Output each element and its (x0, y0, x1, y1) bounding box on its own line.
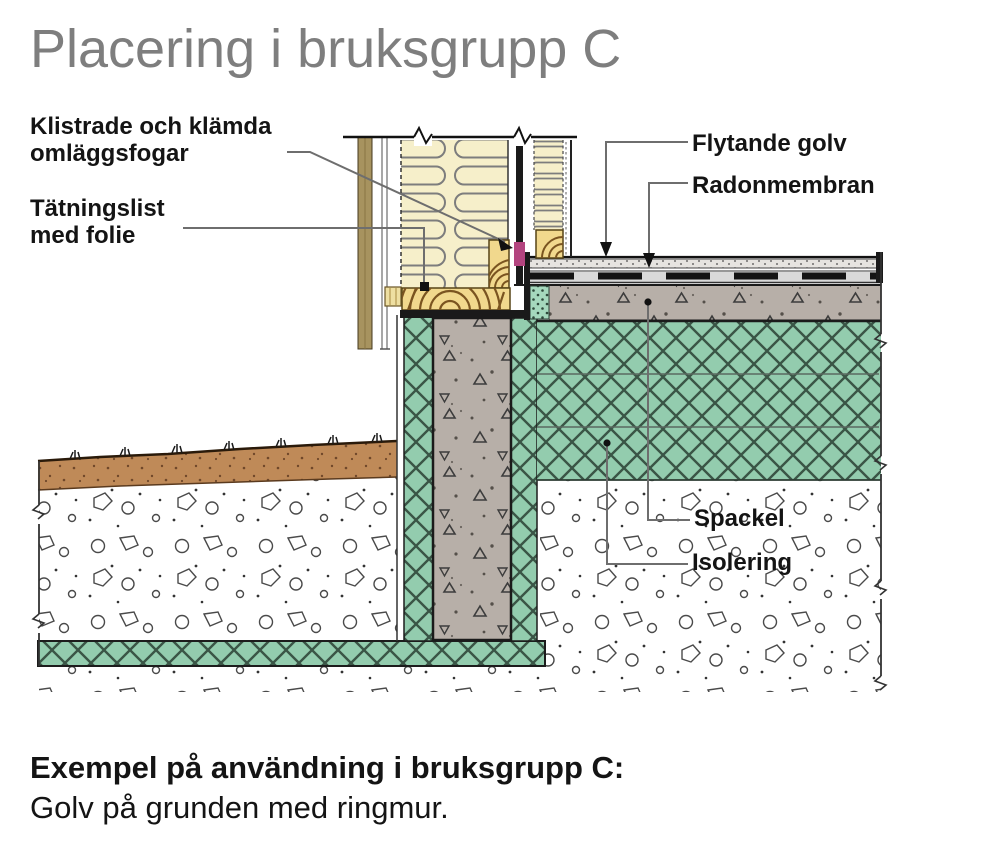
wall-assembly (343, 125, 577, 641)
diagram-graphic (31, 125, 888, 692)
wall-top-break-line (343, 125, 577, 146)
floor-layers (524, 252, 883, 320)
soil-layer (37, 433, 398, 491)
foundation-wall (431, 316, 513, 642)
insulation-green (37, 315, 881, 667)
construction-diagram: Klistrade och klämda omläggsfogar Tätnin… (30, 113, 888, 692)
left-boundary (31, 461, 46, 666)
floating-floor-layer (526, 258, 882, 269)
leader-floating-floor (605, 141, 688, 250)
label-sealing-strip: Tätningslist med folie (30, 195, 165, 250)
label-floating-floor: Flytande golv (692, 130, 847, 157)
leader-sealing-strip (183, 227, 425, 283)
page-title: Placering i bruksgrupp C (30, 19, 622, 79)
right-boundary (873, 252, 888, 691)
label-filler: Spackel (694, 505, 785, 532)
caption-heading: Exempel på användning i bruksgrupp C: (30, 750, 625, 785)
sealing-strip-foil (514, 242, 525, 266)
edge-strip (529, 285, 550, 320)
grass-tufts (69, 433, 383, 460)
vapour-board (516, 140, 523, 285)
leader-lines (183, 141, 690, 565)
trim-block (384, 286, 402, 307)
leader-insulation (606, 444, 688, 565)
label-overlap-joints: Klistrade och klämda omläggsfogar (30, 113, 272, 168)
inner-wall-leaf (533, 140, 572, 259)
leader-filler (647, 303, 690, 521)
caption-body: Golv på grunden med ringmur. (30, 790, 449, 825)
filler-layer (514, 284, 881, 322)
sill-plate (401, 287, 511, 311)
label-radon-membrane: Radonmembran (692, 172, 875, 199)
label-insulation: Isolering (692, 549, 793, 576)
leader-overlap-joints (287, 151, 506, 243)
gravel-fill (39, 465, 881, 692)
leader-terminators (420, 238, 655, 447)
leader-radon-membrane (648, 182, 688, 261)
sill-sealing-band (400, 310, 524, 318)
